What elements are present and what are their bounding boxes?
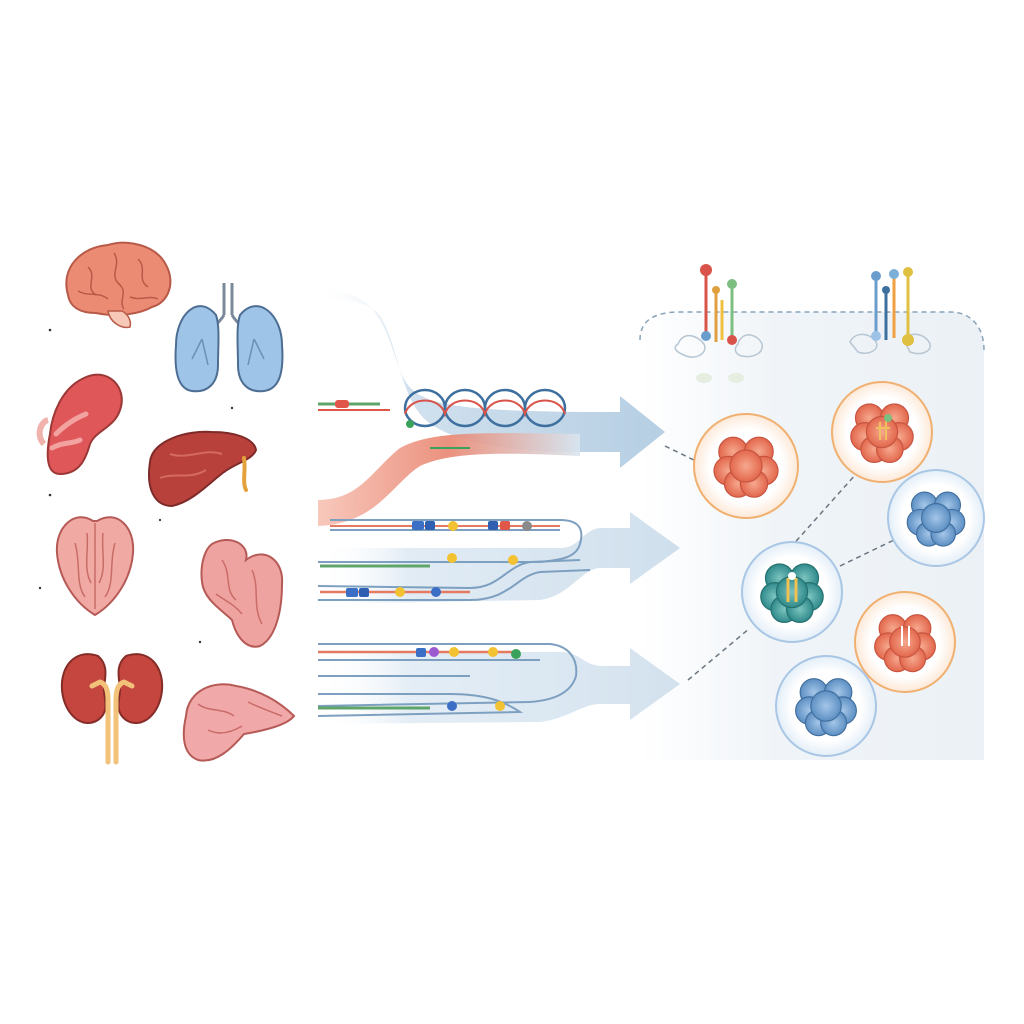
orange-cell-1 bbox=[693, 413, 799, 519]
specks bbox=[38, 328, 234, 644]
stream-middle bbox=[317, 512, 680, 604]
streams-group bbox=[317, 288, 680, 724]
lungs-icon bbox=[174, 283, 284, 393]
molecule-beads-bottom bbox=[416, 647, 521, 711]
orange-cell-2 bbox=[831, 381, 933, 483]
organs-group bbox=[36, 241, 296, 765]
orange-cell-3 bbox=[854, 591, 956, 693]
dna-coil bbox=[403, 388, 567, 428]
dna-coil-red bbox=[404, 399, 566, 418]
heart-icon bbox=[55, 516, 135, 617]
molecule-beads bbox=[346, 521, 532, 597]
cell-connectors bbox=[664, 445, 895, 681]
kidneys-icon bbox=[60, 653, 164, 765]
blue-cell-1 bbox=[887, 469, 985, 567]
pancreas-icon bbox=[200, 539, 284, 648]
liver-icon bbox=[148, 430, 258, 508]
stomach-icon bbox=[36, 373, 123, 476]
brain-icon bbox=[65, 241, 172, 329]
blue-cell-2 bbox=[775, 655, 877, 757]
cells-group bbox=[664, 381, 985, 757]
stream-bottom bbox=[317, 643, 680, 724]
receptor-group-left bbox=[674, 264, 763, 383]
teal-cell bbox=[741, 541, 843, 643]
spleen-icon bbox=[182, 683, 296, 762]
receptor-group-right bbox=[849, 267, 931, 355]
stream-top bbox=[318, 288, 665, 526]
